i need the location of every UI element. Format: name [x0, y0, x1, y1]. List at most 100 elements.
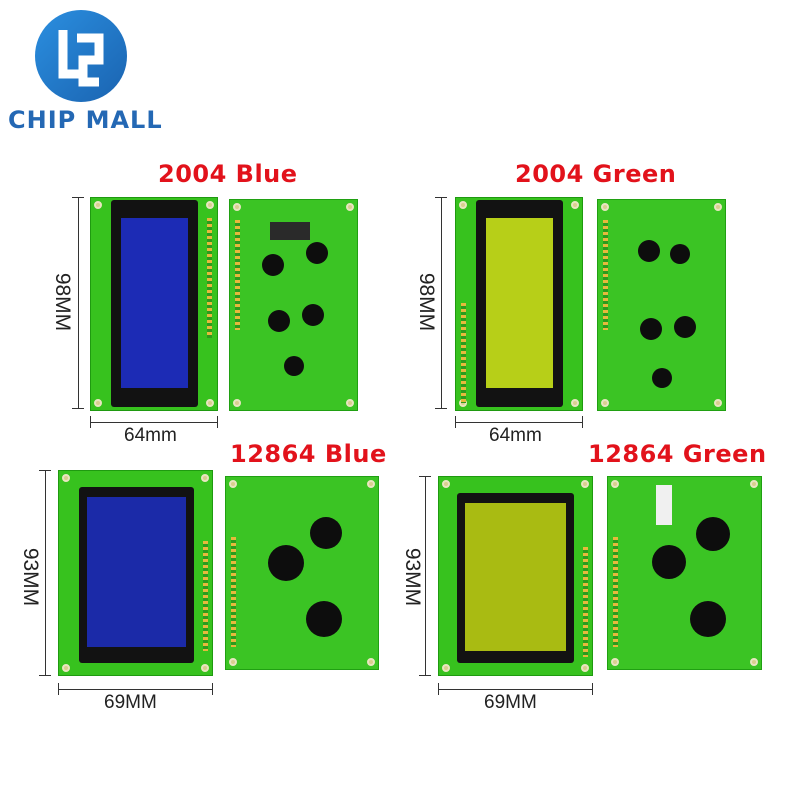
lcd-screen	[486, 218, 553, 388]
pin-header	[231, 537, 236, 647]
lcd-front-board	[58, 470, 213, 676]
chip-blob	[652, 545, 686, 579]
mount-hole	[201, 474, 209, 482]
lcd-back-board	[225, 476, 379, 670]
lcd-front-board	[438, 476, 593, 676]
dimension-tick	[438, 683, 439, 695]
width-dimension-line	[438, 689, 593, 690]
chip-blob	[306, 601, 342, 637]
chip-blob	[670, 244, 690, 264]
mount-hole	[750, 480, 758, 488]
chip-blob	[690, 601, 726, 637]
mount-hole	[601, 203, 609, 211]
dimension-tick	[592, 683, 593, 695]
pin-header	[613, 537, 618, 647]
mount-hole	[571, 201, 579, 209]
brand-name: CHIP MALL	[8, 106, 163, 134]
mount-hole	[206, 399, 214, 407]
product-title: 12864 Green	[588, 440, 767, 468]
chip-blob	[302, 304, 324, 326]
width-dimension-line	[90, 422, 218, 423]
mount-hole	[442, 480, 450, 488]
mount-hole	[611, 480, 619, 488]
lcd-screen	[465, 503, 566, 651]
width-label: 64mm	[489, 425, 542, 446]
dimension-tick	[582, 416, 583, 428]
pin-header	[583, 547, 588, 657]
dimension-tick	[435, 197, 447, 198]
chip-blob	[674, 316, 696, 338]
mount-hole	[206, 201, 214, 209]
height-dimension-line	[441, 197, 442, 409]
mount-hole	[601, 399, 609, 407]
dimension-tick	[419, 476, 431, 477]
screen-bezel	[111, 200, 198, 407]
width-label: 64mm	[124, 425, 177, 446]
height-label: 93MM	[19, 547, 43, 607]
width-label: 69MM	[484, 692, 537, 713]
chip-blob	[652, 368, 672, 388]
mount-hole	[233, 399, 241, 407]
pin-header	[203, 541, 208, 651]
mount-hole	[62, 474, 70, 482]
screen-bezel	[457, 493, 574, 663]
mount-hole	[62, 664, 70, 672]
screen-bezel	[476, 200, 563, 407]
part-sticker	[656, 485, 672, 525]
dimension-tick	[58, 683, 59, 695]
mount-hole	[346, 203, 354, 211]
mount-hole	[611, 658, 619, 666]
mount-hole	[581, 480, 589, 488]
chip-blob	[638, 240, 660, 262]
dimension-tick	[39, 675, 51, 676]
product-title: 2004 Green	[515, 160, 677, 188]
dimension-tick	[435, 408, 447, 409]
mount-hole	[459, 201, 467, 209]
mount-hole	[714, 399, 722, 407]
lcd-screen	[121, 218, 188, 388]
lcd-screen	[87, 497, 186, 647]
mount-hole	[581, 664, 589, 672]
lcd-back-board	[607, 476, 762, 670]
mount-hole	[201, 664, 209, 672]
dimension-tick	[72, 197, 84, 198]
mount-hole	[571, 399, 579, 407]
chip-blob	[268, 545, 304, 581]
height-label: 93MM	[401, 547, 425, 607]
lcd-back-board	[229, 199, 358, 411]
dimension-tick	[217, 416, 218, 428]
height-label: 98MM	[415, 272, 439, 332]
chip-blob	[262, 254, 284, 276]
height-dimension-line	[45, 470, 46, 676]
height-dimension-line	[78, 197, 79, 409]
chip-blob	[306, 242, 328, 264]
dimension-tick	[419, 675, 431, 676]
mount-hole	[346, 399, 354, 407]
logo-icon	[35, 10, 127, 102]
mount-hole	[229, 658, 237, 666]
mount-hole	[714, 203, 722, 211]
dimension-tick	[90, 416, 91, 428]
mount-hole	[442, 664, 450, 672]
dimension-tick	[455, 416, 456, 428]
product-title: 2004 Blue	[158, 160, 298, 188]
width-dimension-line	[455, 422, 583, 423]
lcd-front-board	[455, 197, 583, 411]
pin-header	[603, 220, 608, 330]
screen-bezel	[79, 487, 194, 663]
mount-hole	[229, 480, 237, 488]
width-dimension-line	[58, 689, 213, 690]
pin-header	[461, 303, 466, 403]
dimension-tick	[72, 408, 84, 409]
dimension-tick	[39, 470, 51, 471]
lcd-front-board	[90, 197, 218, 411]
pin-header	[207, 218, 212, 338]
width-label: 69MM	[104, 692, 157, 713]
product-title: 12864 Blue	[230, 440, 387, 468]
chip-blob	[310, 517, 342, 549]
mount-hole	[367, 480, 375, 488]
mount-hole	[750, 658, 758, 666]
chip-blob	[640, 318, 662, 340]
mount-hole	[367, 658, 375, 666]
i2c-adapter	[270, 222, 310, 240]
